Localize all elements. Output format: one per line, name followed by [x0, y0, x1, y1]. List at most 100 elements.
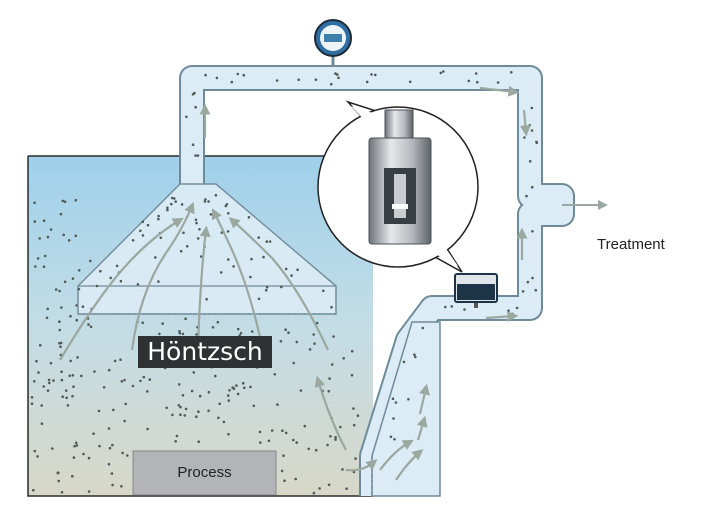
- particle: [111, 443, 114, 447]
- particle: [222, 420, 226, 424]
- particle: [241, 381, 245, 385]
- particle: [65, 396, 68, 400]
- particle: [178, 331, 182, 335]
- particle: [63, 280, 67, 284]
- particle: [257, 236, 261, 239]
- particle: [510, 71, 513, 74]
- particle: [394, 401, 398, 404]
- particle: [40, 422, 44, 426]
- particle: [72, 385, 75, 389]
- particle: [350, 350, 354, 353]
- particle: [267, 439, 271, 443]
- particle: [242, 73, 246, 77]
- pressure-gauge-icon: [314, 19, 352, 66]
- particle: [142, 375, 146, 379]
- particle: [439, 71, 443, 75]
- particle: [312, 491, 316, 495]
- particle: [48, 381, 51, 385]
- particle: [214, 374, 217, 378]
- particle: [259, 441, 262, 444]
- particle: [161, 322, 164, 325]
- particle: [232, 265, 235, 268]
- particle: [120, 380, 124, 383]
- particle: [87, 490, 91, 493]
- particle: [356, 414, 360, 418]
- particle: [352, 407, 355, 410]
- particle: [139, 229, 142, 233]
- particle: [216, 320, 220, 324]
- particle: [42, 219, 46, 222]
- particle: [284, 328, 287, 332]
- particle: [530, 106, 534, 110]
- particle: [158, 332, 161, 336]
- particle: [279, 339, 283, 343]
- particle: [281, 429, 284, 433]
- particle: [60, 370, 63, 374]
- particle: [45, 316, 49, 320]
- particle: [109, 276, 112, 280]
- particle: [46, 307, 49, 311]
- particle: [157, 280, 160, 283]
- particle: [33, 220, 37, 223]
- particle: [58, 289, 61, 293]
- particle: [521, 290, 525, 293]
- particle: [294, 477, 298, 481]
- particle: [181, 332, 185, 336]
- particle: [75, 444, 79, 447]
- particle: [214, 193, 218, 197]
- particle: [112, 408, 115, 412]
- process-box: [132, 450, 277, 496]
- particle: [113, 359, 117, 363]
- particle: [283, 479, 286, 483]
- particle: [209, 213, 213, 216]
- particle: [141, 220, 145, 224]
- particle: [58, 320, 61, 324]
- particle: [534, 288, 538, 292]
- particle: [98, 444, 101, 448]
- particle: [408, 80, 412, 84]
- particle: [33, 380, 36, 383]
- particle: [535, 141, 539, 145]
- particle: [297, 78, 301, 81]
- particle: [496, 81, 500, 84]
- particle: [59, 345, 62, 349]
- particle: [334, 436, 337, 439]
- particle: [413, 353, 416, 357]
- particle: [207, 390, 211, 394]
- particle: [442, 70, 445, 73]
- particle: [194, 154, 197, 157]
- particle: [236, 392, 240, 396]
- particle: [56, 471, 60, 475]
- particle: [195, 333, 198, 336]
- particle: [154, 256, 157, 259]
- particle: [530, 185, 534, 189]
- particle: [60, 306, 63, 309]
- particle: [194, 105, 197, 109]
- particle: [414, 355, 417, 359]
- particle: [131, 239, 135, 242]
- particle: [32, 488, 35, 492]
- particle: [292, 361, 296, 365]
- particle: [332, 335, 335, 338]
- particle: [315, 321, 319, 325]
- particle: [243, 386, 246, 390]
- particle: [174, 200, 177, 203]
- process-label: Process: [177, 464, 232, 481]
- particle: [257, 297, 261, 301]
- particle: [146, 427, 149, 431]
- particle: [195, 415, 198, 419]
- particle: [523, 136, 526, 139]
- particle: [197, 410, 200, 414]
- particle: [72, 456, 76, 459]
- particle: [196, 237, 200, 240]
- particle: [58, 342, 61, 345]
- particle: [284, 431, 288, 435]
- particle: [36, 257, 40, 260]
- particle: [184, 407, 188, 411]
- particle: [226, 230, 230, 233]
- particle: [402, 360, 406, 364]
- particle: [108, 446, 112, 450]
- particle: [52, 379, 55, 382]
- particle: [526, 126, 530, 130]
- particle: [264, 288, 268, 292]
